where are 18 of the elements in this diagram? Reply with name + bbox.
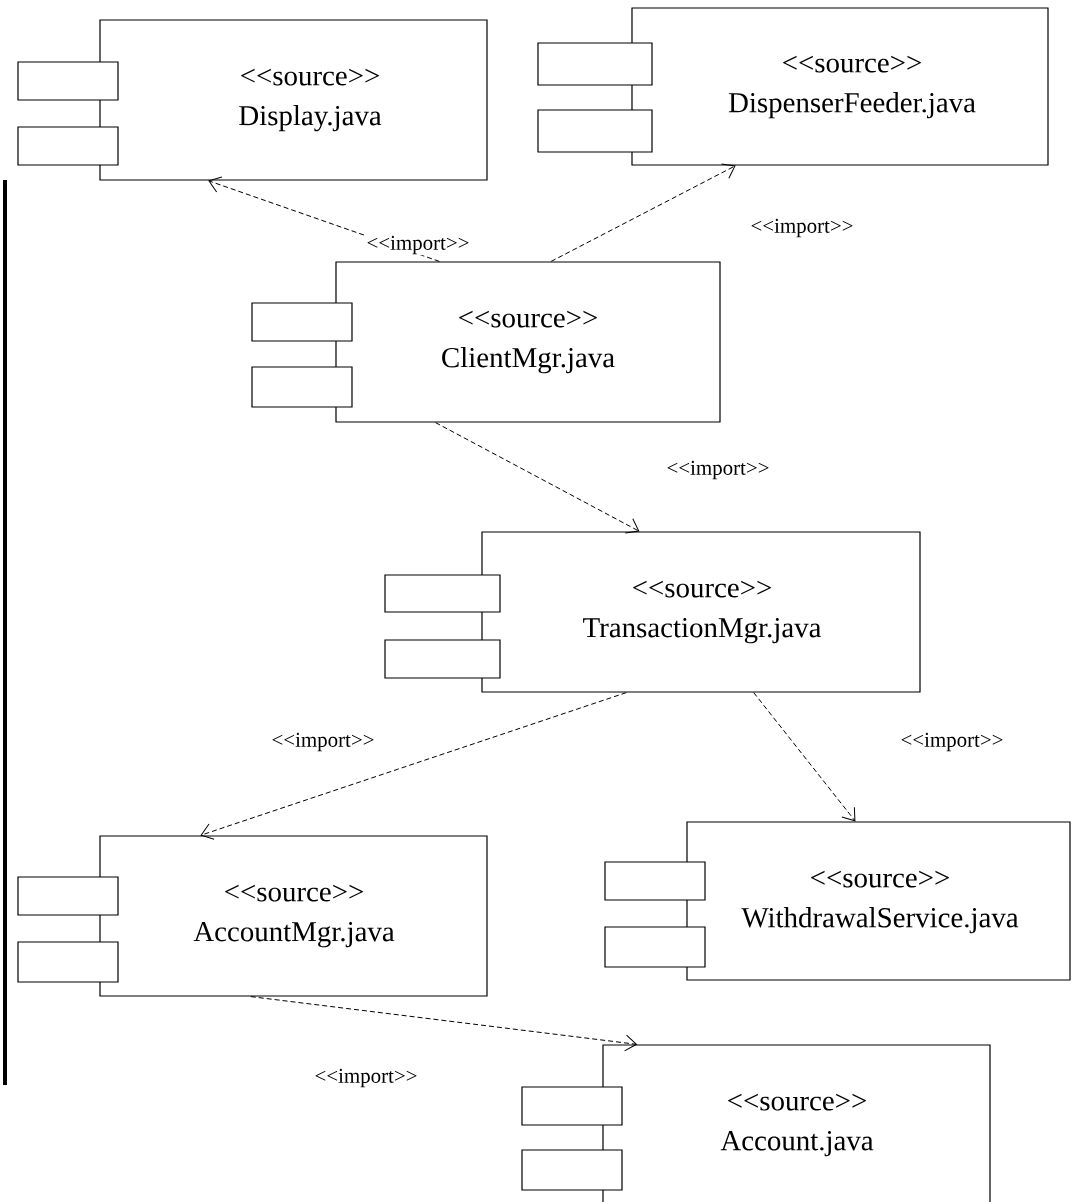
edge-label: <<import>> [665, 459, 771, 481]
component-box: <<source>> ClientMgr.java [251, 261, 721, 423]
component-box: <<source>> TransactionMgr.java [384, 531, 921, 693]
arrow [550, 163, 736, 262]
component-box: <<source>> AccountMgr.java [17, 835, 488, 997]
arrow [200, 692, 627, 840]
edge-label: <<import>> [313, 1067, 419, 1089]
component-box: <<source>> WithdrawalService.java [604, 821, 1071, 981]
edge-label: <<import>> [899, 731, 1005, 753]
edge-label: <<import>> [270, 731, 376, 753]
component-box: <<source>> DispenserFeeder.java [537, 7, 1049, 166]
arrow [250, 996, 637, 1052]
arrow [435, 422, 640, 534]
edge-label: <<import>> [749, 217, 855, 239]
component-box: <<source>> Display.java [17, 19, 488, 181]
component-box: <<source>> Account.java [521, 1044, 991, 1202]
edge-label: <<import>> [365, 234, 471, 256]
arrow [753, 692, 856, 822]
